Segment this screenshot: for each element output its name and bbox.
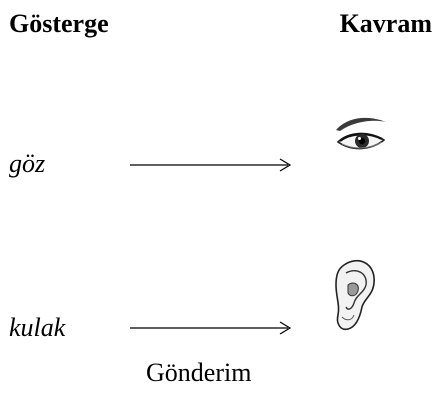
heading-sign: Gösterge [9,8,109,40]
arrow-eye [130,153,294,173]
term-eye: göz [9,148,45,180]
arrow-ear [130,316,294,336]
footer-label: Gönderim [146,357,251,389]
eye-icon [332,112,390,162]
heading-concept: Kavram [340,8,432,40]
term-ear: kulak [9,312,65,344]
ear-icon [330,255,380,333]
